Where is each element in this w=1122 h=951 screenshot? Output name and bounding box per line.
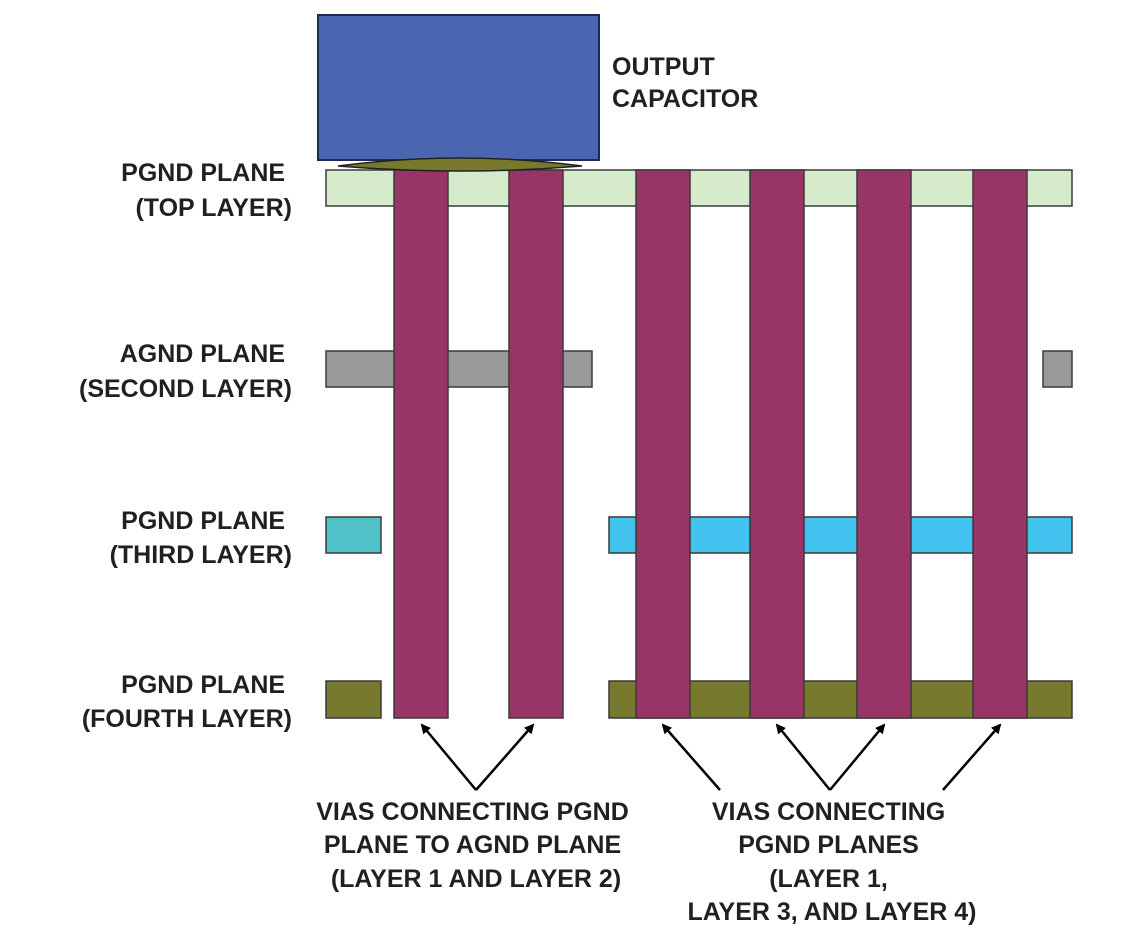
output-capacitor	[317, 14, 600, 161]
output-capacitor-label: OUTPUT CAPACITOR	[612, 53, 758, 113]
layer-label-third: PGND PLANE (THIRD LAYER)	[110, 507, 292, 569]
arrow-pgnd-agnd-2	[475, 723, 535, 791]
caption-pgnd-planes-vias: VIAS CONNECTING PGND PLANES (LAYER 1, LA…	[688, 798, 977, 926]
agnd-second-plane-right	[1042, 350, 1073, 388]
pgnd-fourth-plane-left	[325, 680, 382, 719]
arrow-pgnd-planes-1	[661, 723, 721, 791]
layer-label-second: AGND PLANE (SECOND LAYER)	[79, 340, 292, 403]
capacitor-solder-pad	[337, 157, 583, 172]
arrow-pgnd-agnd-1	[420, 723, 477, 791]
pgnd-third-plane-left	[325, 516, 382, 554]
arrow-pgnd-planes-3	[829, 723, 886, 791]
pgnd-top-plane	[325, 169, 1073, 207]
arrow-pgnd-planes-2	[775, 723, 831, 791]
layer-label-fourth: PGND PLANE (FOURTH LAYER)	[82, 671, 292, 733]
via-pgnd-agnd-2	[508, 169, 564, 719]
caption-pgnd-to-agnd-vias: VIAS CONNECTING PGND PLANE TO AGND PLANE…	[316, 798, 635, 893]
via-pgnd-planes-2	[749, 169, 805, 719]
via-pgnd-planes-3	[856, 169, 912, 719]
arrow-pgnd-planes-4	[942, 723, 1002, 791]
layer-label-top: PGND PLANE (TOP LAYER)	[121, 159, 292, 222]
via-pgnd-planes-4	[972, 169, 1028, 719]
via-pgnd-planes-1	[635, 169, 691, 719]
via-pgnd-agnd-1	[393, 169, 449, 719]
